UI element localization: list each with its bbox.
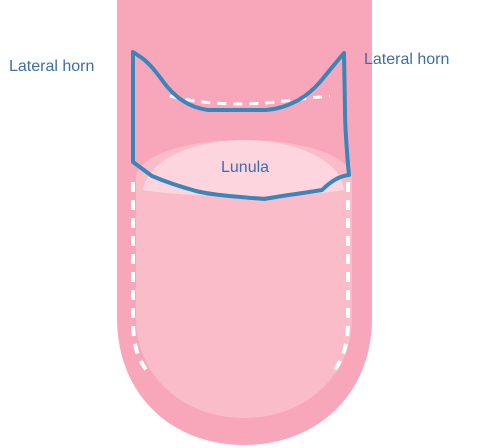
label-lateral-horn-left: Lateral horn	[9, 58, 94, 75]
label-lunula: Lunula	[221, 159, 269, 176]
label-lateral-horn-right: Lateral horn	[364, 51, 449, 68]
